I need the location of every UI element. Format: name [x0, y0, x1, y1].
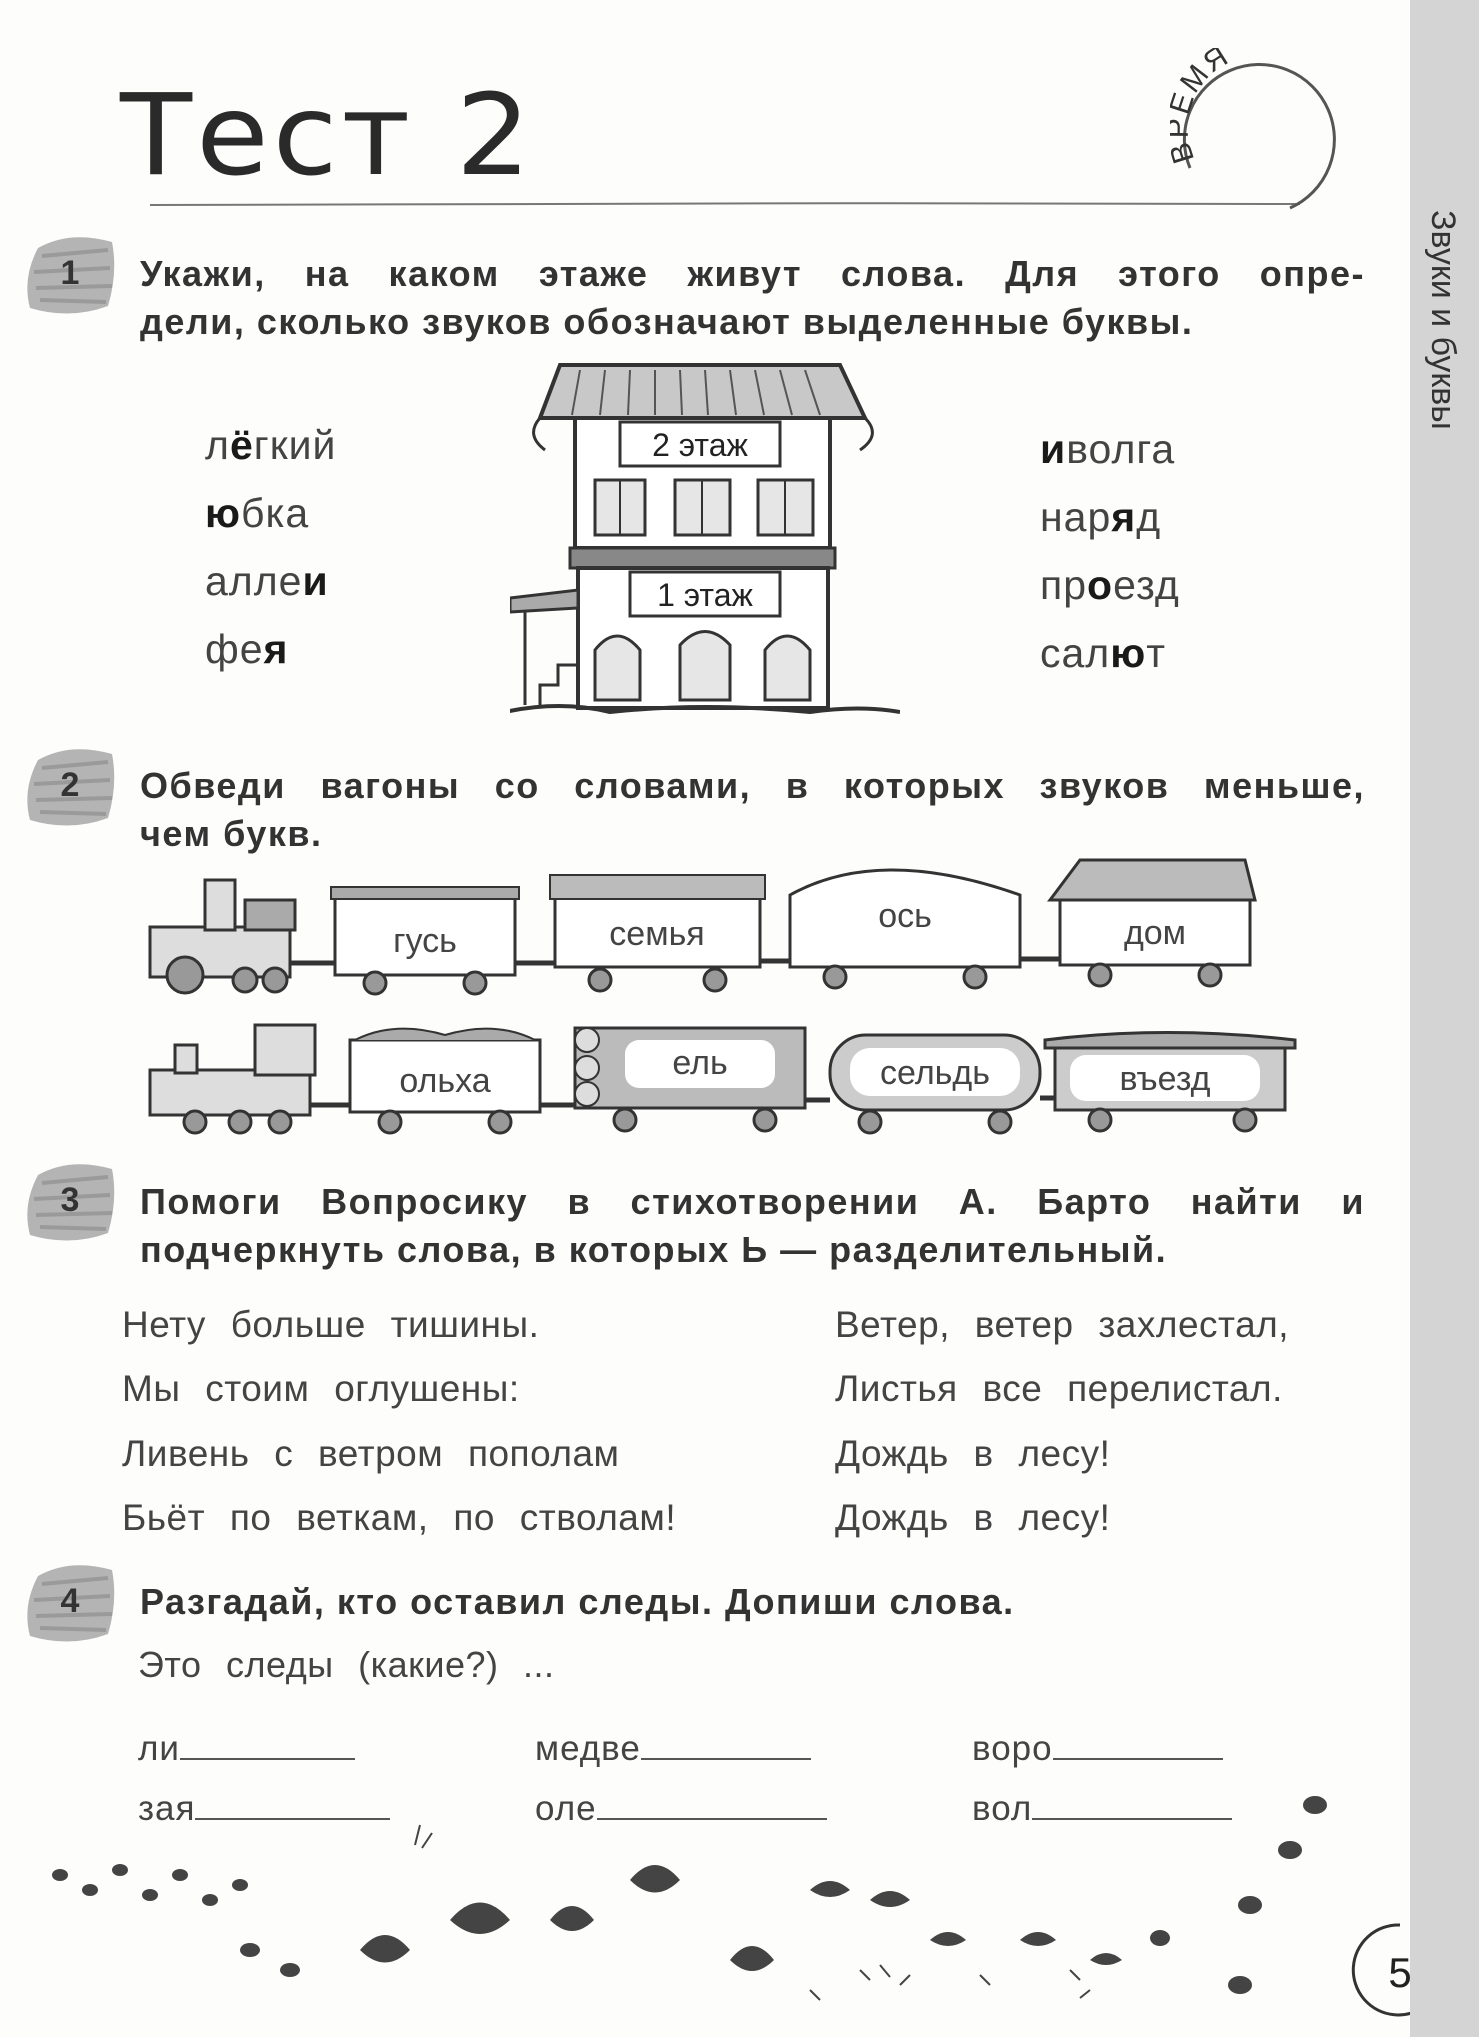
- poem-line: Ветер, ветер захлестал,: [835, 1304, 1290, 1345]
- task-number: 1: [60, 254, 80, 292]
- fill-in-word[interactable]: зая: [138, 1788, 391, 1829]
- wagon-word: ольха: [399, 1062, 490, 1100]
- brush-blob-icon: [27, 1565, 115, 1642]
- two-storey-house-illustration: 2 этаж 1 этаж: [510, 363, 900, 715]
- time-badge: ВРЕМЯ: [1170, 48, 1336, 210]
- wagon-word: дом: [1124, 914, 1186, 952]
- page-number: 5: [1388, 1949, 1411, 1996]
- poem-line: Дождь в лесу!: [835, 1433, 1111, 1474]
- task3-text-line2: подчеркнуть слова, в которых Ь — раздели…: [140, 1229, 1168, 1270]
- wagon-word: гусь: [393, 922, 457, 960]
- task3-text-line1: Помоги Вопросику в стихотворении А. Барт…: [140, 1181, 1365, 1222]
- task1-text-line2: дели, сколько звуков обозначают выделенн…: [140, 301, 1194, 342]
- title-underline: [150, 202, 1300, 206]
- poem-line: Листья все перелистал.: [835, 1368, 1283, 1409]
- wagon-gus: гусь: [330, 886, 520, 996]
- wagon-word: въезд: [1119, 1060, 1210, 1098]
- task2-text-line2: чем букв.: [140, 813, 323, 854]
- test-title: Тест 2: [120, 69, 535, 201]
- brush-blob-icon: [27, 237, 115, 314]
- locomotive-icon: [148, 1023, 317, 1135]
- poem-line: Мы стоим оглушены:: [122, 1368, 520, 1409]
- chapter-label-vertical: Звуки и буквы: [1424, 210, 1462, 430]
- fill-in-word[interactable]: оле: [535, 1788, 827, 1829]
- word-right-1: иволга: [1040, 426, 1176, 472]
- poem-line: Нету больше тишины.: [122, 1304, 540, 1345]
- poem-line: Ливень с ветром пополам: [122, 1433, 620, 1474]
- fill-in-word[interactable]: медве: [535, 1728, 811, 1769]
- brush-blob-icon: [27, 749, 115, 826]
- wagon-word: ось: [878, 897, 932, 935]
- wagon-semya: семья: [549, 874, 766, 993]
- task4-text: Разгадай, кто оставил следы. Допиши слов…: [140, 1581, 1015, 1622]
- wagon-olha: ольха: [348, 1027, 542, 1135]
- wagon-vezd: въезд: [1043, 1031, 1297, 1133]
- task-number: 3: [60, 1181, 80, 1219]
- fill-in-word[interactable]: ли: [138, 1728, 355, 1769]
- animal-footprints-icon: [52, 1796, 1327, 2001]
- word-left-1: лёгкий: [205, 422, 337, 468]
- word-left-2: юбка: [205, 490, 310, 536]
- wagon-el: ель: [573, 1026, 807, 1133]
- word-right-3: проезд: [1040, 562, 1180, 608]
- fill-in-word[interactable]: вол: [972, 1788, 1233, 1829]
- wagon-word: семья: [609, 915, 704, 953]
- floor1-label: 1 этаж: [657, 577, 753, 613]
- poem-line: Дождь в лесу!: [835, 1497, 1111, 1538]
- task-number-badge: 3: [20, 1155, 120, 1245]
- fill-in-word[interactable]: воро: [972, 1728, 1223, 1769]
- train-1-illustration: гусь семья ось дом: [148, 858, 1257, 996]
- task-number-badge: 1: [20, 228, 120, 318]
- wagon-dom: дом: [1047, 858, 1257, 988]
- locomotive-icon: [148, 878, 297, 995]
- task-number-badge: 4: [20, 1556, 120, 1646]
- word-left-4: фея: [205, 626, 289, 672]
- time-label: ВРЕМЯ: [1170, 48, 1235, 167]
- task2-text-line1: Обведи вагоны со словами, в которых звук…: [140, 765, 1365, 806]
- task4-prompt: Это следы (какие?) ...: [138, 1644, 555, 1685]
- task1-text-line1: Укажи, на каком этаже живут слова. Для э…: [140, 253, 1365, 294]
- word-right-4: салют: [1040, 630, 1167, 676]
- wagon-word: сельдь: [880, 1054, 990, 1092]
- workbook-page: Тест 2 ВРЕМЯ 1 Укажи, на каком этаже жив…: [20, 48, 1445, 2017]
- task-number: 2: [60, 766, 80, 804]
- floor2-label: 2 этаж: [652, 427, 748, 463]
- task-number: 4: [60, 1582, 80, 1620]
- word-left-3: аллеи: [205, 558, 329, 604]
- brush-blob-icon: [27, 1164, 115, 1241]
- train-2-illustration: ольха ель сельдь въезд: [148, 1023, 1297, 1135]
- wagon-word: ель: [672, 1044, 727, 1082]
- poem-line: Бьёт по веткам, по стволам!: [122, 1497, 677, 1538]
- wagon-seld: сельдь: [828, 1033, 1042, 1135]
- task-number-badge: 2: [20, 740, 120, 830]
- chapter-label: Звуки и буквы: [1424, 210, 1462, 430]
- wagon-os: ось: [788, 868, 1022, 990]
- chapter-side-tab: Звуки и буквы: [1410, 0, 1479, 2037]
- word-right-2: наряд: [1040, 494, 1162, 540]
